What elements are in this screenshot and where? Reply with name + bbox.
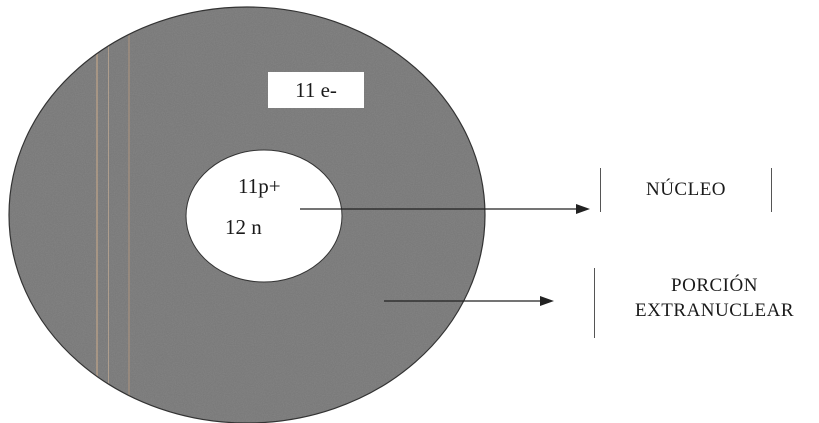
extranuclear-caption-line2: EXTRANUCLEAR: [634, 299, 795, 321]
extranuclear-caption-line1: PORCIÓN: [671, 275, 758, 296]
extranuclear-arrow: [384, 296, 554, 306]
extranuclear-caption-bar: [594, 268, 595, 338]
protons-label: 11p+: [238, 174, 281, 198]
nucleus-caption-box: NÚCLEO: [600, 168, 772, 212]
electrons-label: 11 e-: [295, 77, 337, 102]
nucleus-arrow: [300, 204, 590, 214]
nucleus-circle: [185, 149, 343, 283]
outer-boundary: [8, 6, 486, 423]
neutrons-label: 12 n: [225, 215, 262, 239]
electrons-label-box: 11 e-: [268, 72, 364, 108]
nucleus-caption: NÚCLEO: [645, 179, 727, 200]
extranuclear-caption: PORCIÓN EXTRANUCLEAR: [612, 274, 817, 323]
